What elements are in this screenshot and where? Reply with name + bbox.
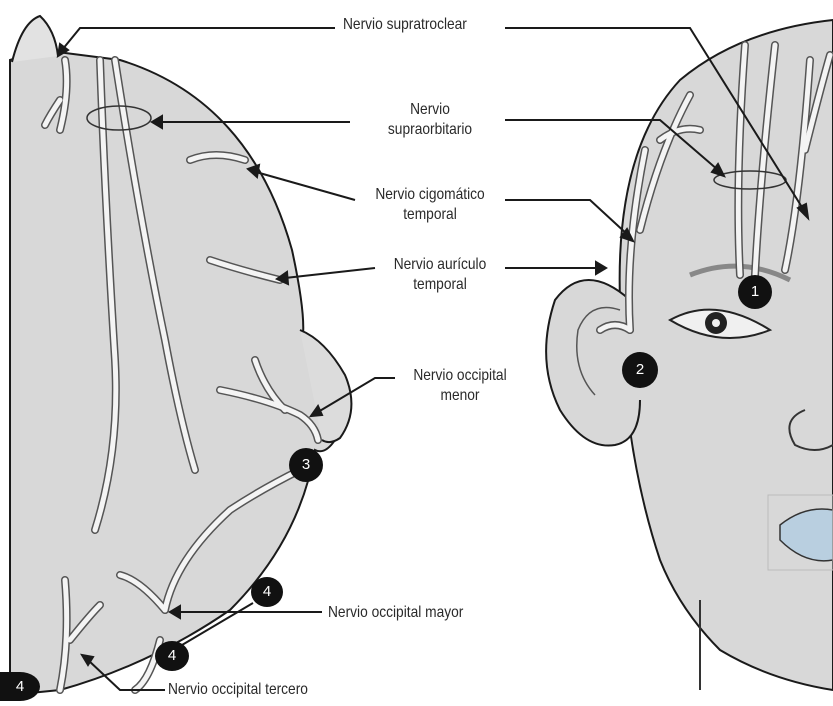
label-supraorbitario-line2: supraorbitario	[387, 120, 473, 139]
posterior-head-shape	[10, 50, 346, 695]
marker-4-bottom: 4	[0, 672, 40, 701]
label-supraorbitario-line1: Nervio	[387, 100, 473, 119]
marker-3: 3	[289, 448, 323, 482]
label-auriculo-line2: temporal	[384, 275, 496, 294]
eye-pupil	[712, 319, 720, 327]
ear-tip-shape	[12, 16, 58, 62]
label-occipital-menor-line2: menor	[404, 386, 516, 405]
marker-1: 1	[738, 275, 772, 309]
label-occipital-tercero: Nervio occipital tercero	[168, 680, 308, 699]
marker-4-middle: 4	[155, 641, 189, 671]
label-cigomatico-line2: temporal	[366, 205, 495, 224]
leader-auriculo-left	[285, 268, 375, 278]
marker-2: 2	[622, 352, 658, 388]
label-occipital-menor-line1: Nervio occipital	[404, 366, 516, 385]
leader-supratroclear-left	[62, 28, 335, 50]
marker-4-top: 4	[251, 577, 283, 607]
arrow-auriculo-right	[596, 262, 606, 274]
posterior-head	[10, 16, 351, 695]
label-supratroclear: Nervio supratroclear	[343, 15, 467, 34]
label-occipital-mayor: Nervio occipital mayor	[328, 603, 463, 622]
label-auriculo-line1: Nervio aurículo	[384, 255, 496, 274]
label-cigomatico-line1: Nervio cigomático	[366, 185, 495, 204]
leader-cigomatico-right	[505, 200, 628, 235]
